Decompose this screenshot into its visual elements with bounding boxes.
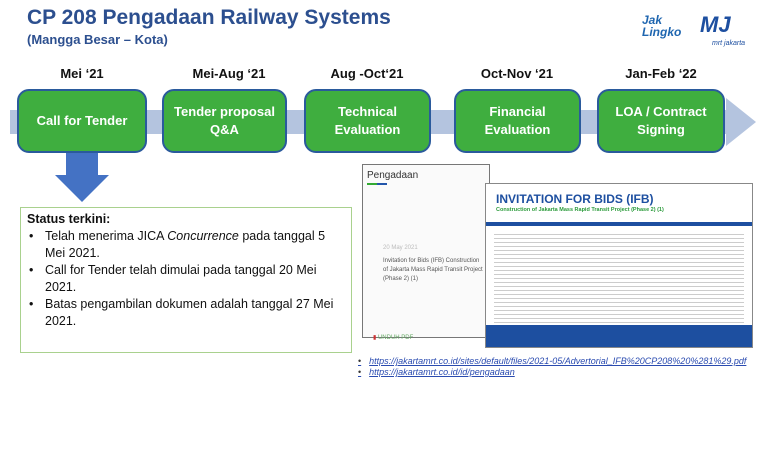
page-subtitle: (Mangga Besar – Kota) — [27, 32, 168, 47]
timeline-step: Tender proposal Q&A — [162, 89, 287, 153]
pengadaan-screenshot: Pengadaan 20 May 2021 Invitation for Bid… — [362, 164, 490, 341]
timeline-date: Mei-Aug ‘21 — [192, 66, 266, 81]
status-item: Telah menerima JICA Concurrence pada tan… — [27, 228, 345, 262]
timeline-arrow-head-icon — [726, 98, 756, 146]
divider — [367, 183, 387, 185]
timeline-date: Oct-Nov ‘21 — [480, 66, 554, 81]
timeline-step: Call for Tender — [17, 89, 147, 153]
timeline-step: LOA / Contract Signing — [597, 89, 725, 153]
ifb-subtitle: Construction of Jakarta Mass Rapid Trans… — [496, 207, 664, 213]
card-date: 20 May 2021 — [383, 245, 418, 251]
ifb-body-text — [494, 234, 744, 324]
down-arrow-head-icon — [55, 175, 109, 202]
pengadaan-link[interactable]: https://jakartamrt.co.id/id/pengadaan — [369, 367, 515, 377]
mrt-logo-text: mrt jakarta — [712, 40, 746, 47]
down-arrow-icon — [66, 153, 98, 176]
ifb-footer — [486, 325, 752, 347]
download-pdf-link[interactable]: ▮ UNDUH PDF — [373, 335, 414, 341]
status-item: Batas pengambilan dokumen adalah tanggal… — [27, 296, 345, 330]
status-box: Status terkini: Telah menerima JICA Conc… — [20, 207, 352, 353]
links: •https://jakartamrt.co.id/sites/default/… — [358, 356, 747, 377]
mrt-logo-icon: MJ — [700, 12, 731, 37]
ifb-title: INVITATION FOR BIDS (IFB) — [496, 192, 654, 206]
page-title: CP 208 Pengadaan Railway Systems — [27, 6, 391, 29]
timeline-date: Mei ‘21 — [60, 66, 104, 81]
pdf-icon: ▮ — [373, 335, 378, 341]
card-heading: Pengadaan — [367, 170, 419, 181]
ifb-document-image: INVITATION FOR BIDS (IFB) Construction o… — [485, 183, 753, 348]
status-heading: Status terkini: — [27, 212, 111, 226]
timeline-date: Aug -Oct‘21 — [330, 66, 404, 81]
divider — [486, 222, 752, 226]
ifb-pdf-link[interactable]: https://jakartamrt.co.id/sites/default/f… — [369, 356, 747, 366]
card-text: Invitation for Bids (IFB) Construction o… — [383, 258, 483, 282]
jaklingko-logo: Jak Lingko — [642, 13, 682, 39]
status-item: Call for Tender telah dimulai pada tangg… — [27, 262, 345, 296]
timeline-step: Financial Evaluation — [454, 89, 581, 153]
timeline-step: Technical Evaluation — [304, 89, 431, 153]
timeline-date: Jan-Feb ‘22 — [625, 66, 697, 81]
